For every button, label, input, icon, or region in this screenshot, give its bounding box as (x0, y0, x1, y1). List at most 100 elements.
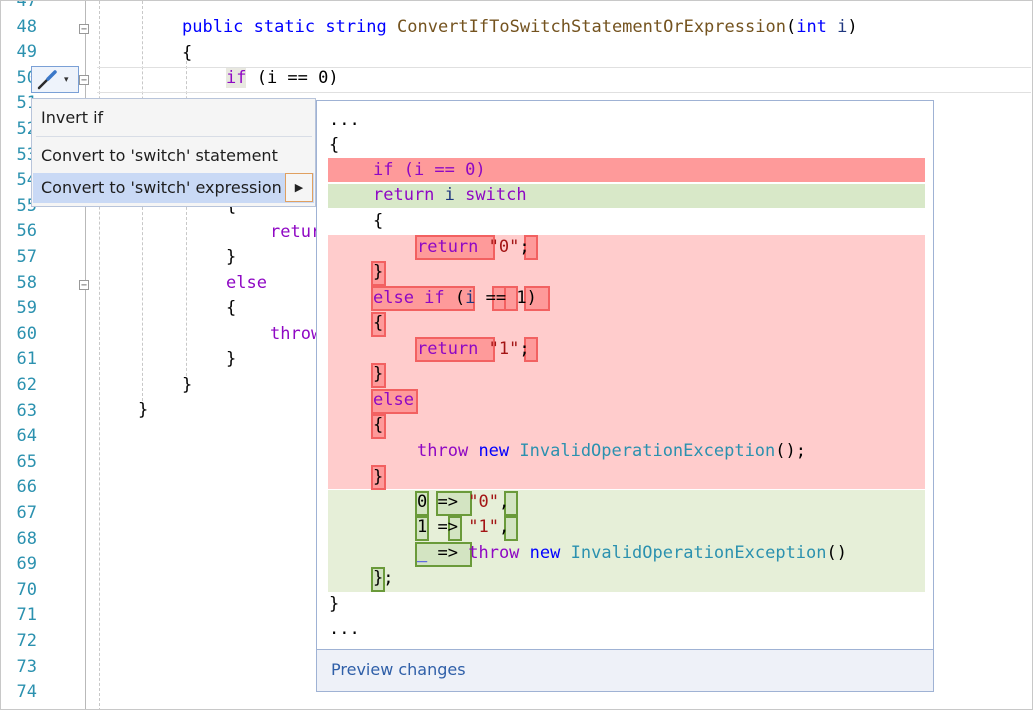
preview-changes-link[interactable]: Preview changes (331, 660, 466, 679)
quick-actions-lightbulb-button[interactable]: ▾ (31, 66, 79, 93)
menu-item-convert-switch-expression[interactable]: Convert to 'switch' expression ▶ (33, 173, 314, 203)
removed-token-box (371, 389, 418, 414)
removed-token-box (371, 286, 475, 311)
removed-return-1-line: return "1"; (417, 337, 530, 363)
quick-actions-menu: Invert if Convert to 'switch' statement … (31, 98, 316, 207)
added-token-box (415, 542, 472, 567)
type-token: InvalidOperationException (570, 543, 827, 563)
collapse-icon[interactable]: − (79, 75, 89, 86)
line-number: 67 (16, 503, 37, 523)
preview-ellipsis: ... (329, 110, 360, 130)
indent-guide (186, 61, 187, 381)
removed-token-box (504, 286, 518, 311)
code-line-49: { (182, 43, 193, 63)
preview-line: { (373, 415, 384, 435)
removed-token-box (371, 414, 386, 439)
line-number: 58 (16, 272, 37, 293)
keyword-token: static (253, 17, 316, 37)
code-line-61: } (226, 349, 237, 369)
removed-token-box (415, 337, 495, 362)
line-number: 66 (16, 477, 37, 498)
keyword-token: else if (373, 288, 445, 308)
keyword-token: return (417, 339, 479, 359)
preview-changes-pane: ... { if (i == 0) return i switch { retu… (316, 100, 934, 692)
line-number: 72 (16, 631, 37, 651)
code-line-56: retur (270, 222, 322, 242)
keyword-token: return (373, 185, 435, 205)
added-token-box (504, 491, 518, 516)
preview-footer: Preview changes (317, 649, 933, 691)
menu-separator (36, 136, 312, 137)
string-token: "1" (468, 517, 499, 537)
gutter-divider (85, 1, 86, 709)
code-line-60: throw (270, 324, 322, 344)
paren-token: ) (847, 17, 858, 37)
param-token: i (444, 185, 455, 205)
collapse-icon[interactable]: − (79, 280, 89, 291)
keyword-token: throw (417, 441, 469, 461)
collapse-icon[interactable]: − (79, 24, 89, 35)
number-token: 1 (516, 288, 527, 308)
added-line-band (328, 184, 925, 208)
code-text: ( (454, 288, 466, 308)
preview-line: } (373, 262, 384, 282)
removed-token-box (371, 261, 386, 286)
screwdriver-icon (37, 69, 57, 89)
param-token: i (837, 17, 848, 37)
added-return-switch-line: return i switch (373, 183, 527, 209)
type-token: InvalidOperationException (519, 441, 776, 461)
operator-token: => (437, 492, 458, 512)
code-line-62: } (182, 375, 193, 395)
removed-if-line: if (i == 0) (373, 160, 486, 180)
removed-token-box (371, 312, 386, 337)
removed-else-if-line: else if (i == 1) (373, 286, 537, 312)
chevron-down-icon[interactable]: ▾ (64, 74, 69, 85)
line-number: 65 (16, 451, 37, 472)
code-text: () (826, 543, 847, 563)
added-end-line: }; (373, 568, 394, 588)
line-number: 63 (16, 400, 37, 421)
added-token-box (415, 491, 429, 516)
added-token-box (415, 516, 429, 541)
added-token-box (436, 491, 472, 516)
code-line-57: } (226, 247, 237, 267)
code-text: ) (526, 288, 537, 308)
code-line-48: public static string ConvertIfToSwitchSt… (182, 15, 858, 41)
keyword-token: switch (465, 185, 527, 205)
added-token-box (504, 516, 518, 541)
removed-token-box (371, 363, 386, 388)
line-number: 73 (16, 656, 37, 677)
removed-token-box (524, 235, 538, 260)
keyword-token: new (478, 441, 510, 461)
line-number: 56 (16, 221, 37, 242)
removed-token-box (524, 286, 550, 311)
line-number: 71 (16, 605, 37, 626)
menu-item-convert-switch-statement[interactable]: Convert to 'switch' statement (41, 146, 278, 165)
line-number: 47 (16, 0, 37, 11)
line-number: 48 (16, 16, 37, 37)
code-text: , (498, 517, 510, 537)
line-number: 62 (16, 375, 37, 395)
removed-return-0-line: return "0"; (417, 235, 530, 261)
keyword-token: new (529, 543, 561, 563)
keyword-token: return (417, 237, 479, 257)
code-line-58: else (226, 273, 267, 293)
preview-line: { (329, 135, 340, 155)
removed-line-band (328, 158, 925, 182)
line-number: 59 (16, 298, 37, 319)
keyword-token: throw (468, 543, 520, 563)
operator-token: => (437, 517, 458, 537)
code-line-63: } (138, 400, 149, 420)
menu-item-invert-if[interactable]: Invert if (41, 108, 104, 127)
removed-token-box (415, 235, 495, 260)
submenu-arrow-icon[interactable]: ▶ (285, 173, 313, 202)
menu-item-label: Convert to 'switch' expression (41, 178, 282, 197)
indent-guide (99, 1, 100, 709)
removed-throw-line: throw new InvalidOperationException(); (417, 439, 806, 465)
keyword-token: string (325, 17, 387, 37)
number-token: 1 (417, 517, 428, 537)
code-text: (i == 0) (246, 68, 339, 88)
added-arm-discard-line: _ => throw new InvalidOperationException… (417, 541, 847, 567)
line-number: 74 (16, 682, 37, 703)
line-number: 70 (16, 579, 37, 600)
